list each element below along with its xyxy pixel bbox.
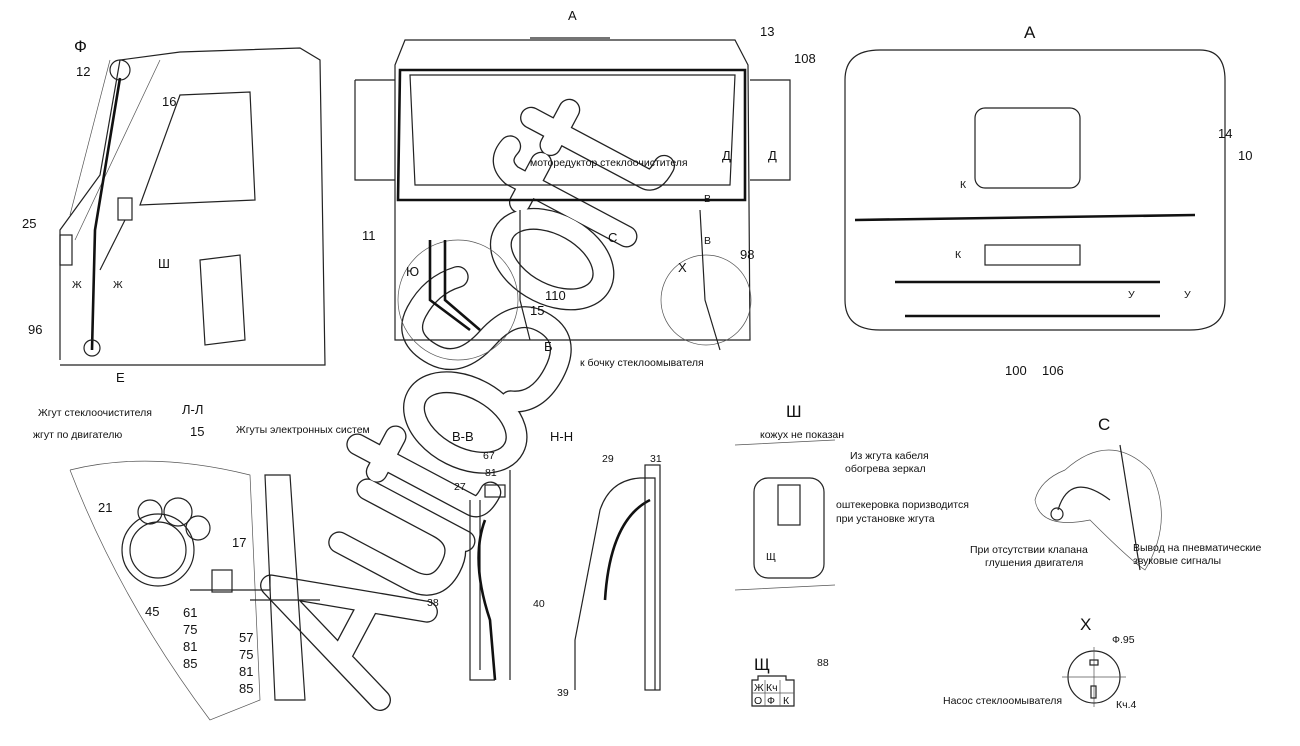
callout-label: Кч: [766, 682, 778, 694]
label-mirror-cable-2: обогрева зеркал: [845, 463, 926, 475]
note-cover-not-shown: кожух не показан: [760, 429, 844, 441]
section-ll: [69, 460, 320, 721]
label-view-a-arrow: А: [568, 8, 577, 23]
callout-label: Ж: [754, 682, 764, 694]
callout-stack-57: 57 75 81 85: [239, 630, 253, 696]
callout-label: 85: [239, 681, 253, 696]
callout-13: 13: [760, 24, 774, 39]
callout-106: 106: [1042, 363, 1064, 378]
view-c-title: С: [1098, 415, 1110, 434]
callout-96: 96: [28, 322, 42, 337]
label-view-yu: Ю: [406, 264, 419, 279]
label-view-b: Б: [544, 339, 553, 354]
callout-label: 85: [183, 656, 197, 671]
label-view-e: Е: [116, 370, 125, 385]
label-wiper-harness: Жгут стеклоочистителя: [38, 407, 152, 419]
callout-31: 31: [650, 453, 662, 465]
callout-15: 15: [530, 303, 544, 318]
label-plugging-2: при установке жгута: [836, 513, 935, 525]
callout-67: 67: [483, 450, 495, 462]
callout-label: 75: [239, 647, 253, 662]
callout-label: О: [754, 695, 762, 707]
callout-110: 110: [545, 288, 566, 303]
callout-81: 81: [485, 467, 497, 479]
label-no-engine-valve-1: При отсутствии клапана: [970, 544, 1088, 556]
view-sh: [734, 439, 836, 591]
watermark-logo: [260, 98, 676, 711]
view-x: [1062, 647, 1126, 707]
label-engine-harness: жгут по двигателю: [33, 429, 122, 441]
callout-27: 27: [454, 481, 466, 493]
callout-stack-61: 61 75 81 85: [183, 605, 197, 671]
callout-25: 25: [22, 216, 36, 231]
callout-45: 45: [145, 604, 159, 619]
callout-88: 88: [817, 657, 829, 669]
view-c: [1034, 444, 1162, 571]
callout-15: 15: [190, 424, 204, 439]
label-view-a: А: [1024, 23, 1036, 42]
label-wiper-motor: моторедуктор стеклоочистителя: [530, 157, 688, 169]
rear-view: [844, 49, 1226, 331]
view-arrow-shch: Щ: [766, 551, 776, 563]
callout-label: 75: [183, 622, 197, 637]
label-washer-pump: Насос стеклоомывателя: [943, 695, 1062, 707]
section-vv-title: В-В: [452, 429, 474, 444]
callout-98: 98: [740, 247, 754, 262]
callout-29: 29: [602, 453, 614, 465]
view-shch-title: Щ: [754, 655, 770, 674]
section-mark-k: К: [960, 179, 967, 191]
label-washer-tank: к бочку стеклоомывателя: [580, 357, 704, 369]
section-ll-title: Л-Л: [182, 402, 203, 417]
label-view-x: Х: [678, 260, 687, 275]
section-mark-zh: Ж: [113, 279, 123, 291]
label-pneumatic-horn-2: звуковые сигналы: [1133, 555, 1221, 567]
label-view-sh: Ш: [158, 256, 170, 271]
callout-10: 10: [1238, 148, 1252, 163]
section-mark-v: В: [704, 235, 711, 247]
callout-label: Ф: [767, 695, 775, 707]
section-mark-k: К: [955, 249, 962, 261]
callout-40: 40: [533, 598, 545, 610]
label-mirror-cable-1: Из жгута кабеля: [850, 450, 929, 462]
callout-label: 57: [239, 630, 253, 645]
side-view: [59, 47, 326, 366]
label-pin-f95: Ф.95: [1112, 634, 1135, 646]
label-view-f: Ф: [74, 37, 87, 56]
callout-14: 14: [1218, 126, 1232, 141]
callout-39: 39: [557, 687, 569, 699]
section-mark-d: Д: [722, 148, 731, 163]
label-plugging-1: оштекеровка поризводится: [836, 499, 969, 511]
section-mark-d: Д: [768, 148, 777, 163]
callout-21: 21: [98, 500, 112, 515]
callout-label: 81: [183, 639, 197, 654]
section-mark-zh: Ж: [72, 279, 82, 291]
label-electronic-harnesses: Жгуты электронных систем: [236, 424, 370, 436]
callout-17: 17: [232, 535, 246, 550]
callout-16: 16: [162, 94, 176, 109]
callout-100: 100: [1005, 363, 1027, 378]
callout-label: 61: [183, 605, 197, 620]
view-shch-connector: Ж Кч О Ф К: [751, 675, 795, 707]
callout-38: 38: [427, 597, 439, 609]
section-mark-u: У: [1128, 289, 1135, 301]
callout-label: 81: [239, 664, 253, 679]
label-pin-kch4: Кч.4: [1116, 699, 1137, 711]
section-vv: [469, 470, 511, 681]
section-mark-u: У: [1184, 289, 1191, 301]
callout-label: К: [783, 695, 790, 707]
section-mark-v: В: [704, 193, 711, 205]
front-view: [354, 37, 791, 361]
view-sh-title: Ш: [786, 402, 802, 421]
label-pneumatic-horn-1: Вывод на пневматические: [1133, 542, 1262, 554]
view-x-title: Х: [1080, 615, 1091, 634]
label-view-c: С: [608, 230, 617, 245]
callout-12: 12: [76, 64, 90, 79]
section-nn: [574, 464, 661, 691]
callout-11: 11: [362, 228, 376, 243]
section-nn-title: Н-Н: [550, 429, 573, 444]
callout-108: 108: [794, 51, 816, 66]
label-no-engine-valve-2: глушения двигателя: [985, 557, 1083, 569]
